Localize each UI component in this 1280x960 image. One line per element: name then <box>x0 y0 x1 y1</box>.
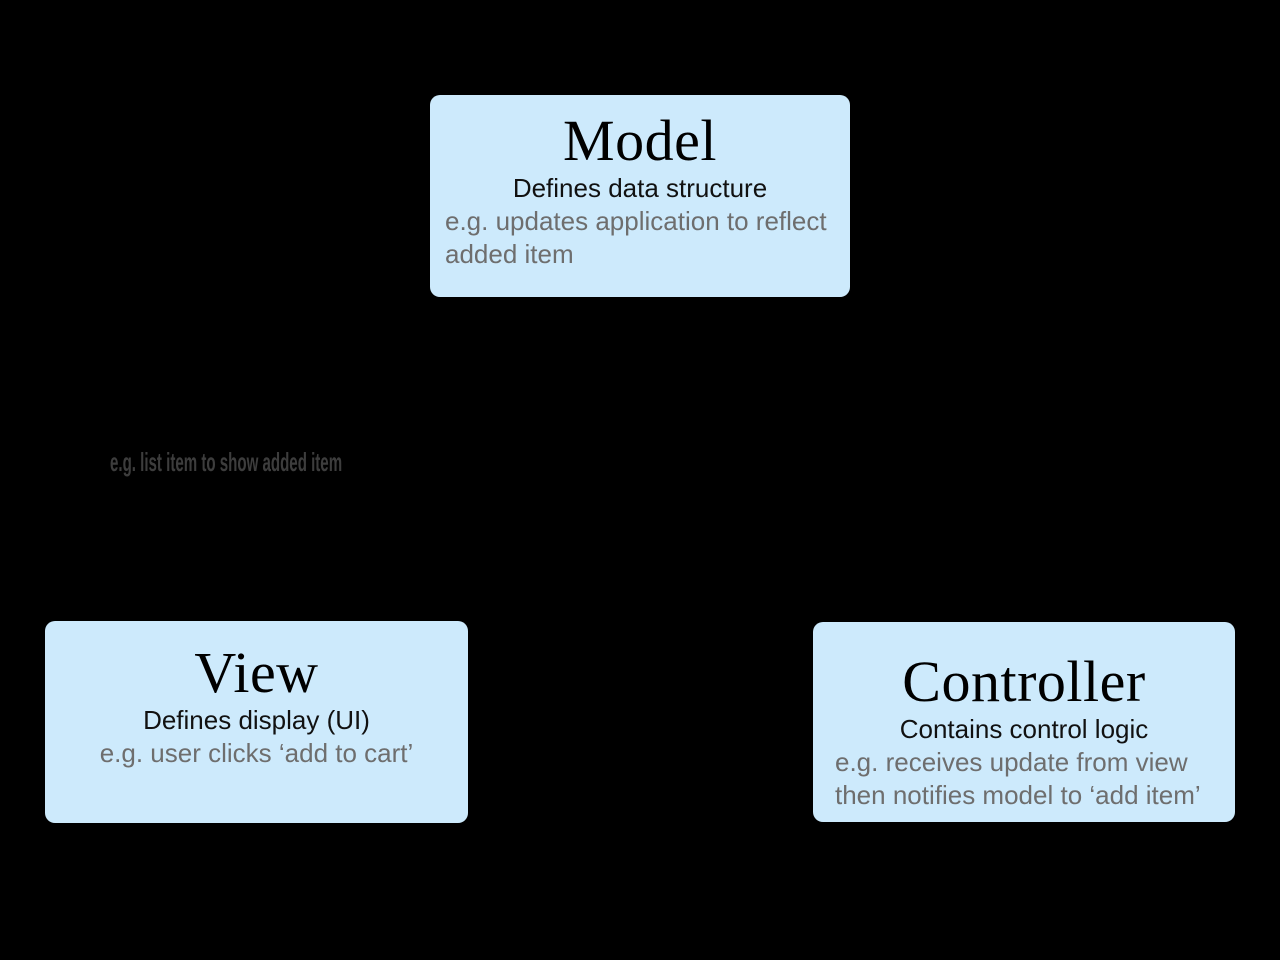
model-subtitle: Defines data structure <box>512 173 768 203</box>
view-subtitle: Defines display (UI) <box>143 705 370 735</box>
view-title: View <box>194 640 319 705</box>
controller-example-line-1: e.g. receives update from view <box>835 747 1188 777</box>
controller-example: e.g. receives update from view then noti… <box>813 746 1201 812</box>
model-example: e.g. updates application to reflect adde… <box>430 205 827 271</box>
view-box: View Defines display (UI) e.g. user clic… <box>45 621 468 823</box>
model-example-line-2: added item <box>445 239 574 269</box>
view-example: e.g. user clicks ‘add to cart’ <box>100 737 414 770</box>
model-title: Model <box>563 108 717 173</box>
model-example-line-1: e.g. updates application to reflect <box>445 206 827 236</box>
view-example-line-1: e.g. user clicks ‘add to cart’ <box>99 738 414 768</box>
controller-title: Controller <box>902 649 1146 714</box>
controller-example-line-2: then notifies model to ‘add item’ <box>835 780 1201 810</box>
controller-box: Controller Contains control logic e.g. r… <box>813 622 1235 822</box>
model-box: Model Defines data structure e.g. update… <box>430 95 850 297</box>
model-to-view-arrow-label: e.g. list item to show added item <box>110 447 343 477</box>
controller-subtitle: Contains control logic <box>899 714 1149 744</box>
